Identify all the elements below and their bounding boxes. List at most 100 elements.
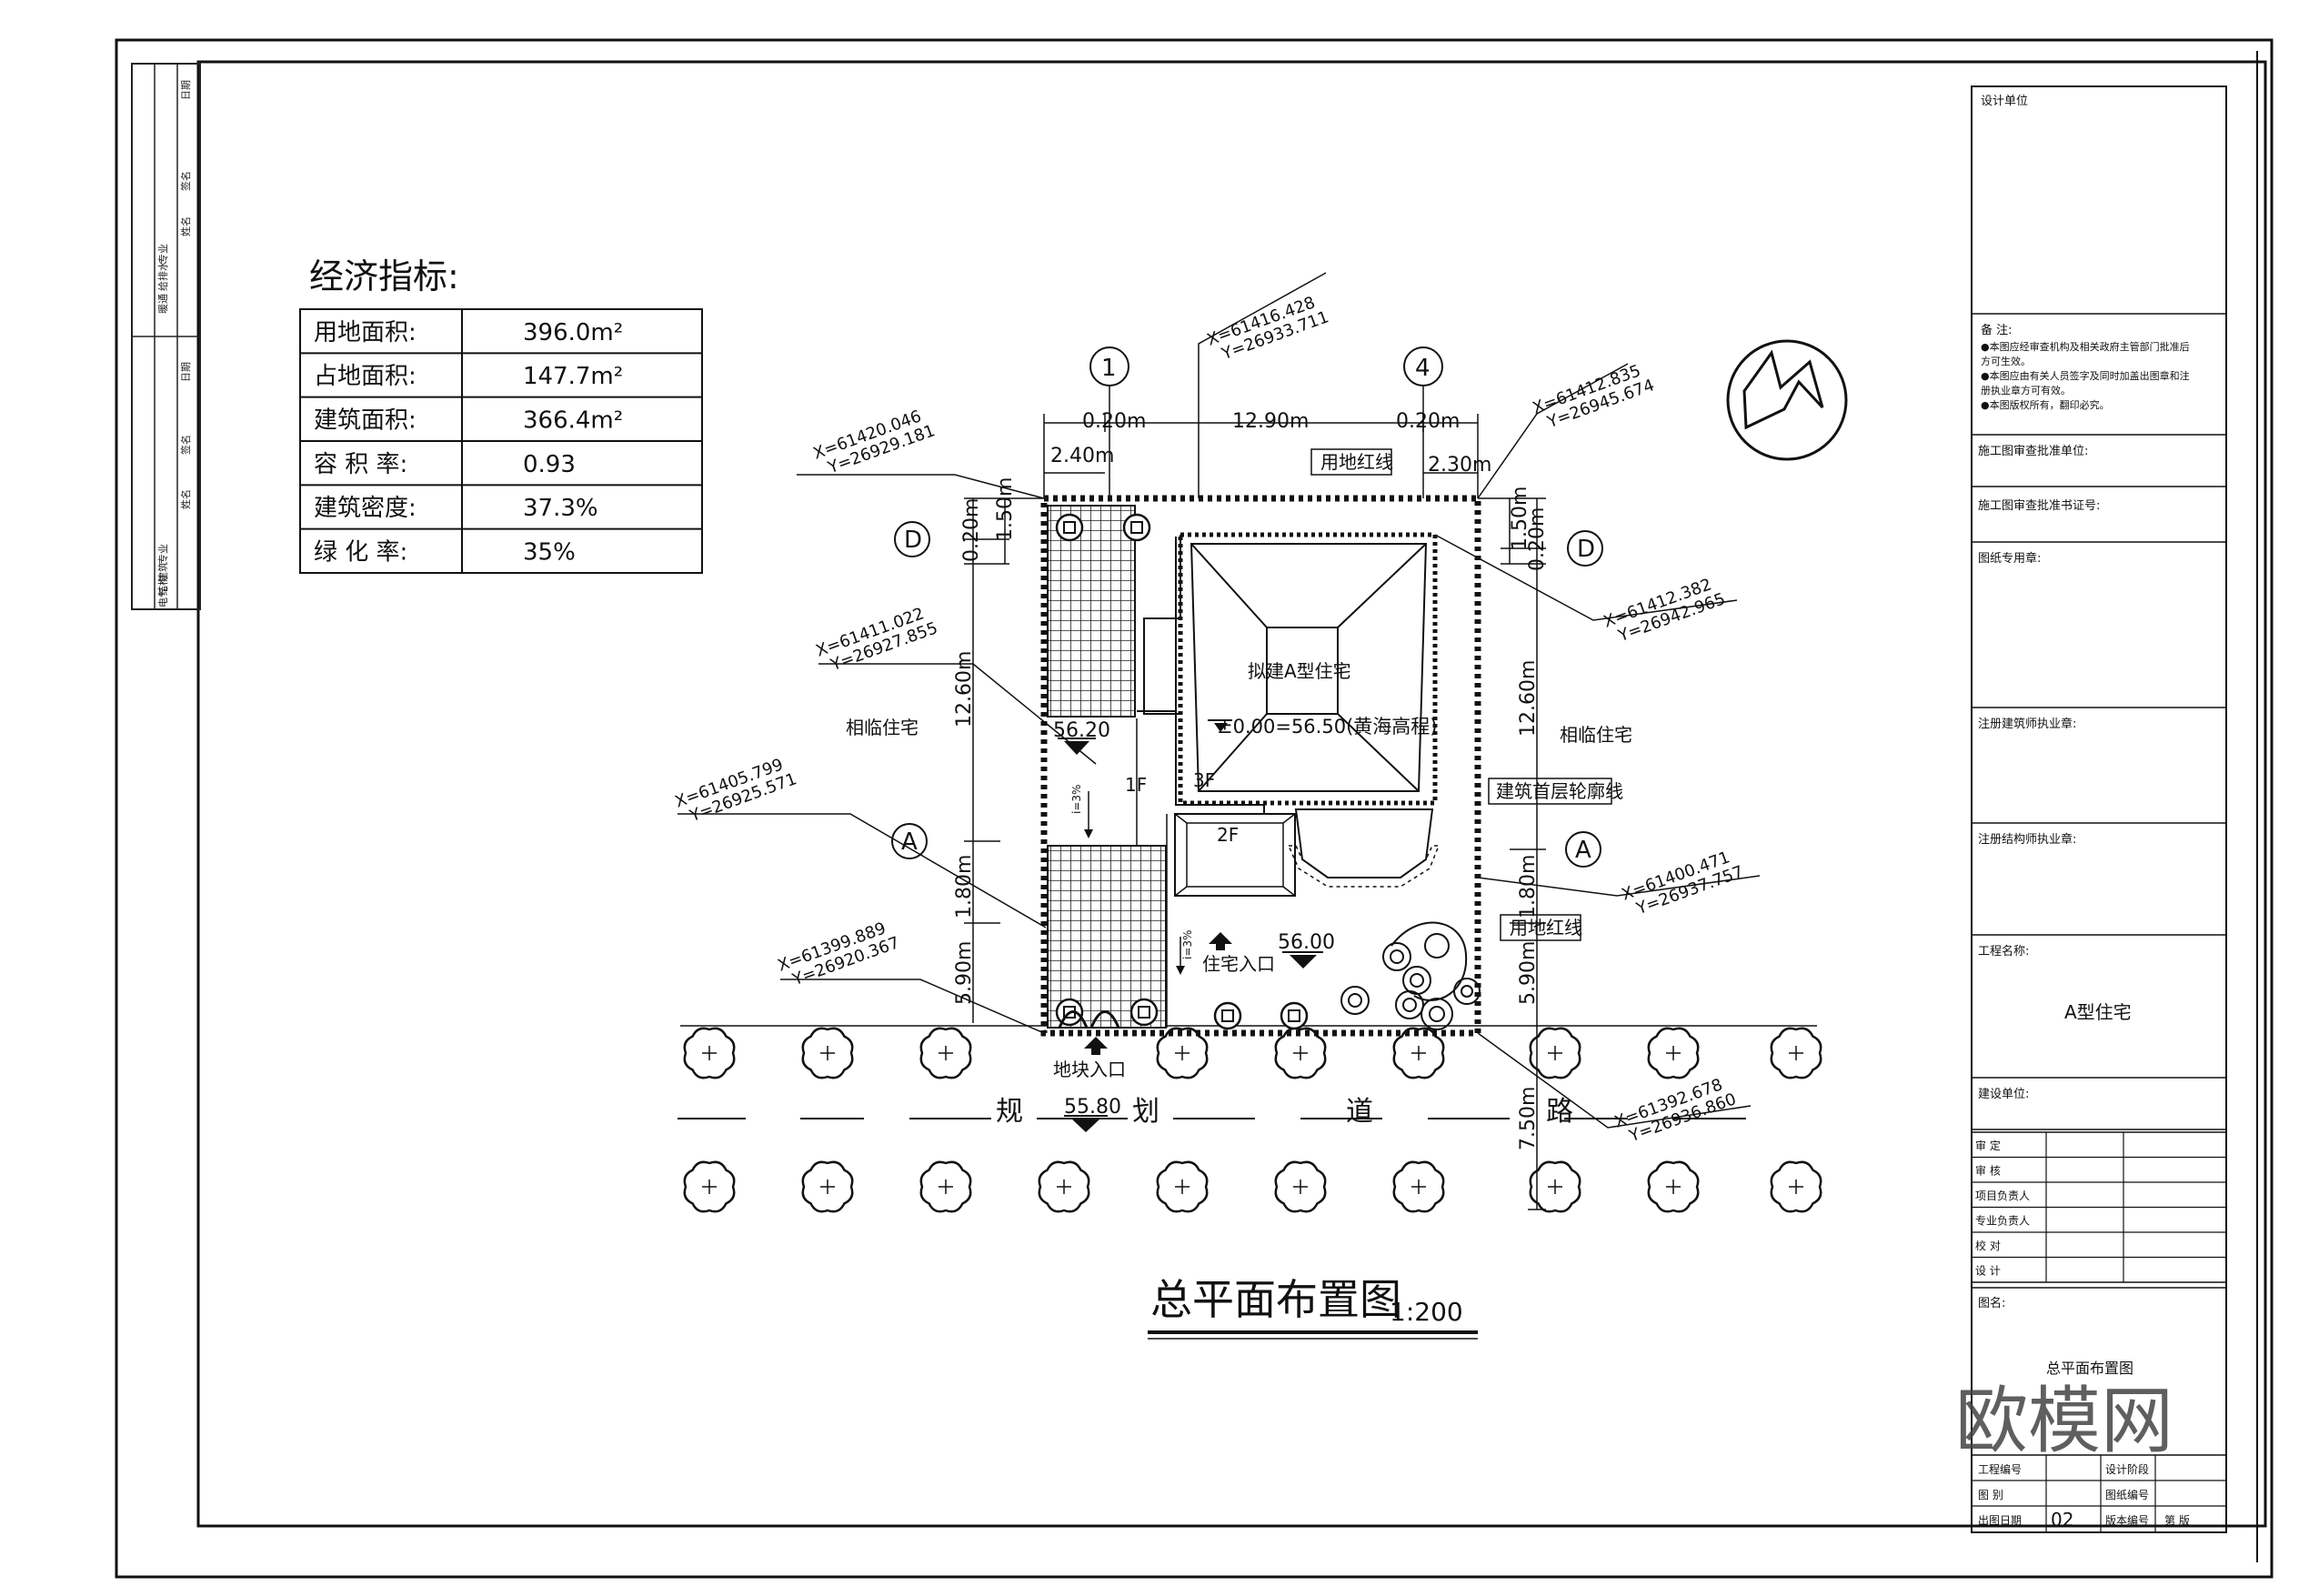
tree-icon bbox=[1156, 1027, 1209, 1079]
floor-2f-label: 2F bbox=[1217, 824, 1239, 846]
dim-230: 2.30m bbox=[1428, 454, 1491, 477]
category-label: 图 别 bbox=[1978, 1489, 2003, 1501]
note-line: ●本图版权所有，翻印必究。 bbox=[1981, 398, 2110, 411]
axis-a-right-label: A bbox=[1575, 837, 1591, 864]
strip-label: 日期 bbox=[180, 362, 192, 382]
slope-1-label: i=3% bbox=[1070, 785, 1083, 814]
tree-icon bbox=[1392, 1027, 1445, 1079]
dim-top-left: 0.20m bbox=[1082, 410, 1146, 433]
strip-label: 签名 bbox=[179, 435, 192, 455]
strip-label: 日期 bbox=[180, 80, 192, 100]
tree-icon bbox=[1647, 1160, 1700, 1213]
project-no-label: 工程编号 bbox=[1978, 1462, 2022, 1476]
column-marker bbox=[1213, 1001, 1242, 1030]
strip-label: 建筑 bbox=[156, 562, 169, 582]
entry-arrow-icons bbox=[1084, 932, 1232, 1055]
tree-icon bbox=[1392, 1160, 1445, 1213]
design-unit-label: 设计单位 bbox=[1981, 95, 2028, 108]
strip-label: 专业 bbox=[156, 244, 169, 264]
garden-trees bbox=[1340, 921, 1481, 1030]
site-plan: 规 划 道 路 bbox=[673, 272, 1822, 1213]
site-red-line-boundary bbox=[1040, 495, 1481, 1037]
neighbor-left-label: 相临住宅 bbox=[846, 717, 919, 738]
dim-left-1260: 12.60m bbox=[953, 651, 976, 728]
note-line: ●本图应经审查机构及相关政府主管部门批准后 bbox=[1981, 340, 2190, 353]
tree-icon bbox=[1529, 1160, 1581, 1213]
review-cert-label: 施工图审查批准书证号: bbox=[1978, 499, 2100, 513]
strip-label: 姓名 bbox=[179, 216, 192, 236]
dim-top-mid: 12.90m bbox=[1232, 410, 1309, 433]
north-arrow-icon bbox=[1726, 339, 1848, 461]
sign-row-label: 校 对 bbox=[1975, 1239, 2001, 1252]
sheet-scale: 1:200 bbox=[1390, 1297, 1463, 1327]
floor-3f-label: 3F bbox=[1193, 769, 1215, 791]
dim-left-020: 0.20m bbox=[960, 498, 983, 562]
dim-left-180: 1.80m bbox=[953, 855, 976, 918]
axis-a-left-label: A bbox=[901, 828, 918, 856]
client-label: 建设单位: bbox=[1978, 1088, 2029, 1101]
red-line-label-top: 用地红线 bbox=[1320, 451, 1393, 473]
version-value: 第 版 bbox=[2164, 1514, 2190, 1527]
econ-row-value: 0.93 bbox=[523, 451, 576, 478]
column-marker bbox=[1055, 513, 1084, 542]
strip-label: 姓名 bbox=[179, 489, 192, 509]
tree-icon bbox=[1038, 1160, 1090, 1213]
drawing-seal-label: 图纸专用章: bbox=[1978, 551, 2041, 566]
drawing-name-label: 图名: bbox=[1978, 1296, 2005, 1310]
econ-row-label: 建筑密度: bbox=[314, 495, 417, 522]
dim-right-020: 0.20m bbox=[1526, 507, 1549, 571]
road-char-2: 划 bbox=[1132, 1096, 1160, 1128]
road-char-4: 路 bbox=[1546, 1096, 1573, 1128]
elev-5620: 56.20 bbox=[1053, 719, 1110, 742]
sign-row-label: 设 计 bbox=[1975, 1265, 2001, 1278]
tree-icon bbox=[1529, 1027, 1581, 1079]
column-marker bbox=[1129, 998, 1159, 1027]
date-value: 02 bbox=[2051, 1509, 2073, 1531]
sheet-title-group: 总平面布置图 1:200 bbox=[1148, 1275, 1478, 1340]
house-label: 拟建A型住宅 bbox=[1248, 660, 1351, 682]
econ-row-label: 占地面积: bbox=[314, 363, 417, 390]
slope-2-label: i=3% bbox=[1181, 930, 1194, 959]
note-line: 册执业章方可有效。 bbox=[1981, 384, 2071, 396]
tree-icon bbox=[801, 1160, 854, 1213]
entry-arch bbox=[1058, 1010, 1120, 1029]
econ-row-value: 366.4m² bbox=[523, 407, 623, 435]
note-line: ●本图应由有关人员签字及同时加盖出图章和注 bbox=[1981, 369, 2190, 382]
strip-label: 结构 bbox=[156, 576, 169, 596]
dim-right-590: 5.90m bbox=[1517, 941, 1540, 1005]
column-marker bbox=[1280, 1001, 1309, 1030]
sign-row-label: 专业负责人 bbox=[1975, 1214, 2030, 1228]
dim-left-590: 5.90m bbox=[953, 941, 976, 1005]
tree-icon bbox=[1156, 1160, 1209, 1213]
note-line: 方可生效。 bbox=[1981, 355, 2031, 367]
sign-row-label: 审 核 bbox=[1975, 1164, 2001, 1178]
elev-5580: 55.80 bbox=[1064, 1096, 1121, 1119]
stage-label: 设计阶段 bbox=[2105, 1462, 2149, 1476]
axis-d-right-label: D bbox=[1577, 536, 1595, 563]
axis-4-label: 4 bbox=[1415, 355, 1431, 382]
paving-grid-bottom bbox=[1047, 845, 1167, 1029]
floor-1f-label: 1F bbox=[1125, 774, 1147, 796]
econ-row-label: 绿 化 率: bbox=[314, 539, 407, 567]
sign-row-label: 项目负责人 bbox=[1975, 1189, 2030, 1202]
lot-entry-label: 地块入口 bbox=[1053, 1059, 1126, 1080]
drawing-no-label: 图纸编号 bbox=[2105, 1488, 2149, 1501]
dim-240: 2.40m bbox=[1050, 445, 1114, 467]
axis-grid-markers: 1 4 D D A A bbox=[891, 346, 1603, 868]
elevation-label: ±0.00=56.50(黄海高程) bbox=[1217, 716, 1437, 738]
sign-row-label: 审 定 bbox=[1975, 1139, 2001, 1152]
watermark-logo: 欧模网 bbox=[1955, 1379, 2173, 1463]
tree-icon bbox=[683, 1027, 736, 1079]
tree-icon bbox=[919, 1160, 972, 1213]
tree-icon bbox=[683, 1160, 736, 1213]
outer-frame bbox=[115, 38, 2274, 1579]
strip-label: 专业 bbox=[156, 544, 169, 564]
dim-right-1260: 12.60m bbox=[1517, 660, 1540, 737]
outline-label: 建筑首层轮廓线 bbox=[1496, 780, 1623, 802]
econ-row-label: 容 积 率: bbox=[314, 451, 407, 478]
house-footprint bbox=[1136, 532, 1441, 1028]
axis-1-label: 1 bbox=[1101, 355, 1117, 382]
